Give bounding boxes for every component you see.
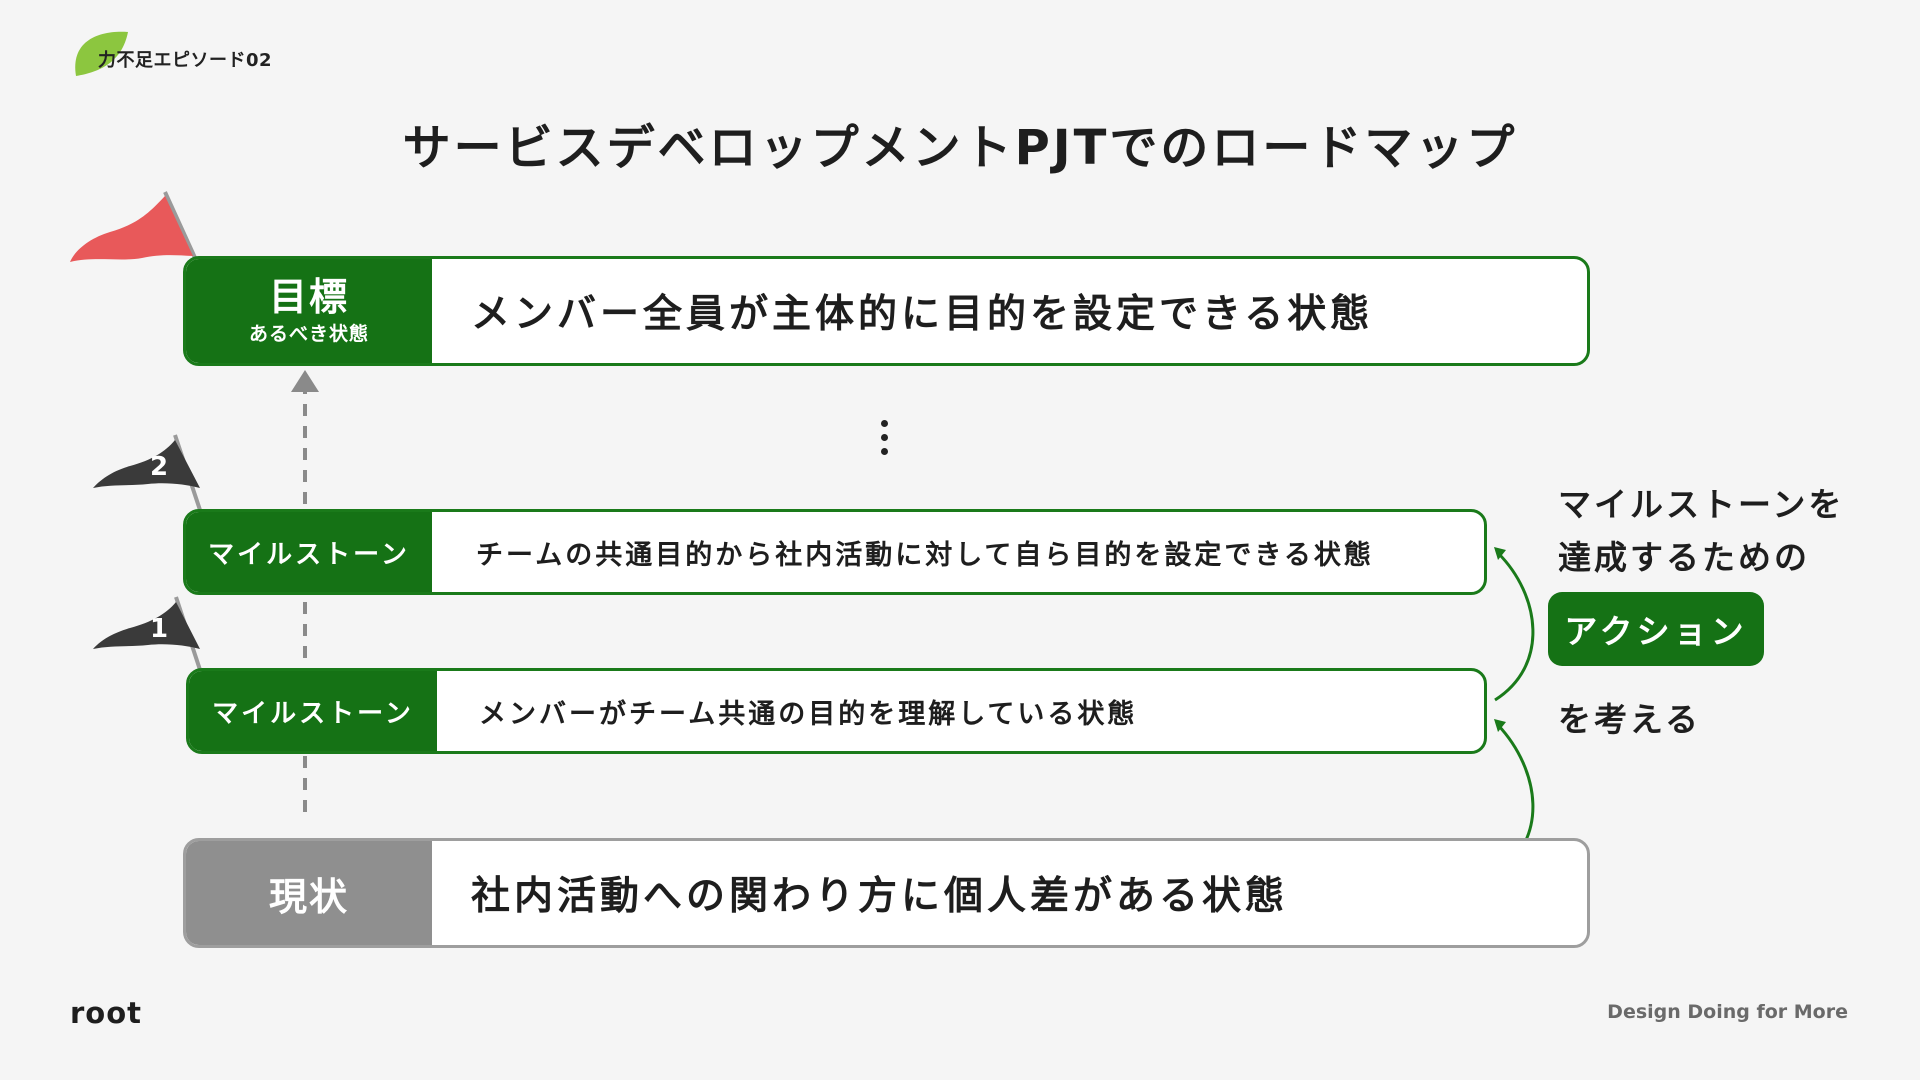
progress-arrow-head [291,370,319,392]
current-state-label: 現状 [186,841,432,945]
side-note-line3: を考える [1558,700,1702,739]
ellipsis-dot [881,448,888,455]
milestone-1-number: 1 [150,614,169,644]
milestone-label: マイルストーン [189,671,437,751]
side-note-line2: 達成するための [1558,538,1810,577]
milestone-label: マイルストーン [186,512,432,592]
milestone-text: チームの共通目的から社内活動に対して自ら目的を設定できる状態 [476,539,1374,571]
page-title: サービスデベロップメントPJTでのロードマップ [402,120,1518,176]
side-note-line1: マイルストーンを [1558,485,1845,524]
goal-label: 目標 [268,274,349,319]
episode-tag: 力不足エピソード02 [98,50,273,71]
ellipsis-dot [881,434,888,441]
milestone-row-2: マイルストーン チームの共通目的から社内活動に対して自ら目的を設定できる状態 [183,509,1487,595]
goal-label-box: 目標 あるべき状態 [186,259,432,363]
footer-tagline: Design Doing for More [1607,1001,1848,1023]
ellipsis-dot [881,420,888,427]
current-state-row: 現状 社内活動への関わり方に個人差がある状態 [183,838,1590,948]
milestone-2-number: 2 [150,452,169,482]
action-curve-arrows [1494,551,1535,877]
leaf-icon [75,31,128,76]
brand-logo: root [70,996,143,1030]
milestone-row-1: マイルストーン メンバーがチーム共通の目的を理解している状態 [186,668,1487,754]
goal-sublabel: あるべき状態 [248,323,369,346]
goal-text: メンバー全員が主体的に目的を設定できる状態 [471,292,1374,337]
current-state-text: 社内活動への関わり方に個人差がある状態 [471,874,1289,919]
action-badge: アクション [1548,592,1764,666]
milestone-text: メンバーがチーム共通の目的を理解している状態 [479,698,1138,730]
goal-row: 目標 あるべき状態 メンバー全員が主体的に目的を設定できる状態 [183,256,1590,366]
